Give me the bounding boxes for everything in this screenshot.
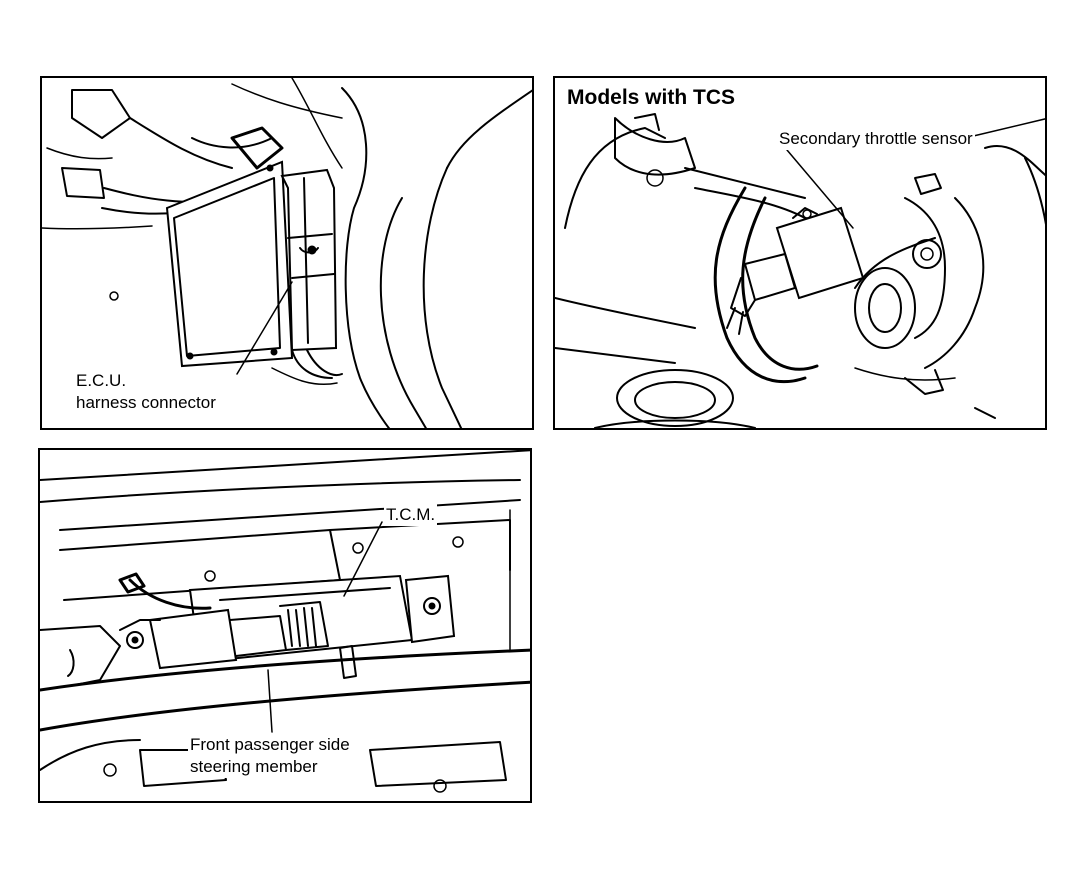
ecu-illustration: [42, 78, 532, 428]
steering-member-label-line1: Front passenger side: [188, 734, 352, 756]
tcs-panel: Models with TCS Secondary throttle senso…: [553, 76, 1047, 430]
tcm-panel: T.C.M. Front passenger side steering mem…: [38, 448, 532, 803]
ecu-label-line2: harness connector: [74, 392, 218, 414]
ecu-label-line1: E.C.U.: [74, 370, 129, 392]
tcs-sensor-label: Secondary throttle sensor: [777, 128, 975, 150]
tcs-title: Models with TCS: [567, 86, 735, 109]
tcm-label: T.C.M.: [384, 504, 438, 526]
steering-member-label-line2: steering member: [188, 756, 320, 778]
tcm-illustration: [40, 450, 530, 793]
throttle-body-illustration: [555, 113, 1045, 428]
ecu-panel: E.C.U. harness connector: [40, 76, 534, 430]
